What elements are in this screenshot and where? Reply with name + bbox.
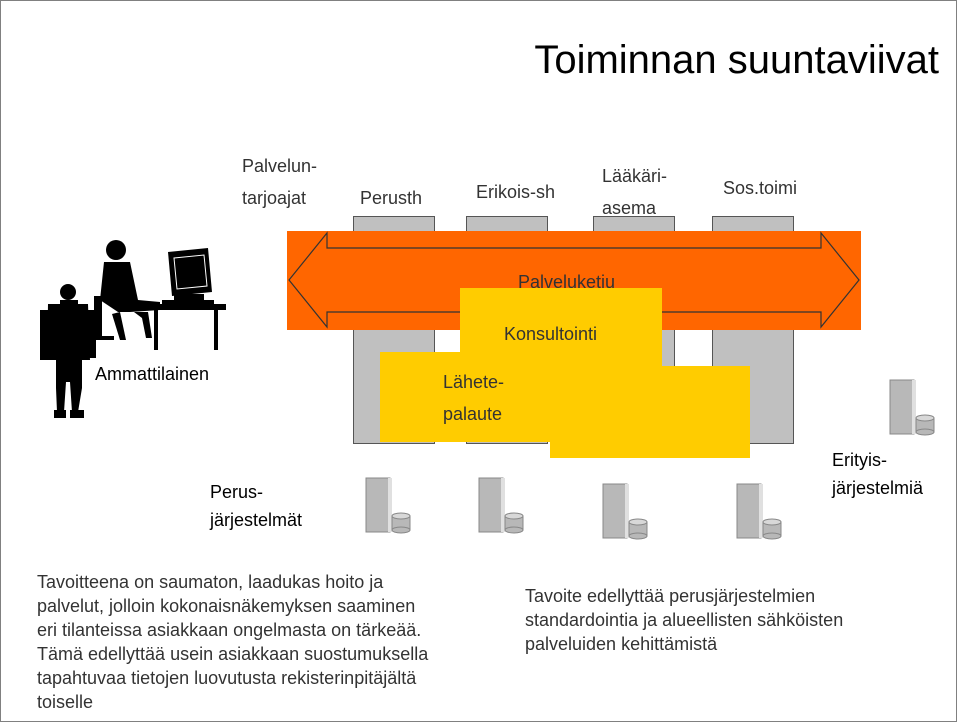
column-header-laakariasema: Lääkäri- asema xyxy=(602,160,667,224)
double-arrow-outline xyxy=(288,231,860,329)
special-systems-label: Erityis- järjestelmiä xyxy=(832,446,923,502)
database-icon xyxy=(602,483,648,540)
standing-person-icon xyxy=(40,284,96,418)
slide-title: Toiminnan suuntaviivat xyxy=(534,38,939,82)
shared-services-box xyxy=(550,366,750,458)
referral-label: Lähete- palaute xyxy=(443,366,504,430)
referral-label-line2: palaute xyxy=(443,404,503,424)
basic-systems-label-line1: Perus- xyxy=(210,482,264,502)
special-systems-label-line2: järjestelmiä xyxy=(832,478,924,498)
basic-systems-label: Perus- järjestelmät xyxy=(210,478,302,534)
goal-text-left: Tavoitteena on saumaton, laadukas hoito … xyxy=(37,572,429,712)
providers-label-line2: tarjoajat xyxy=(242,188,307,208)
database-icon xyxy=(365,477,411,534)
database-icon xyxy=(889,379,935,436)
special-systems-label-line1: Erityis- xyxy=(832,450,887,470)
providers-label-line1: Palvelun- xyxy=(242,156,318,176)
column-header-sos-toimi: Sos.toimi xyxy=(723,178,798,198)
database-icon xyxy=(478,477,524,534)
column-header-erikois-sh: Erikois-sh xyxy=(476,182,556,202)
basic-systems-label-line2: järjestelmät xyxy=(210,510,303,530)
column-header-laakariasema-line1: Lääkäri- xyxy=(602,166,668,186)
providers-label: Palvelun- tarjoajat xyxy=(242,150,317,214)
column-header-perusth: Perusth xyxy=(360,188,423,208)
column-header-laakariasema-line2: asema xyxy=(602,198,657,218)
database-icon xyxy=(736,483,782,540)
professional-label: Ammattilainen xyxy=(95,364,210,384)
referral-label-line1: Lähete- xyxy=(443,372,505,392)
goal-text-right: Tavoite edellyttää perusjärjestelmien st… xyxy=(525,586,844,654)
consultation-label: Konsultointi xyxy=(504,324,598,344)
seated-person-computer-icon xyxy=(88,240,226,350)
service-chain-label: Palveluketju xyxy=(518,272,616,292)
